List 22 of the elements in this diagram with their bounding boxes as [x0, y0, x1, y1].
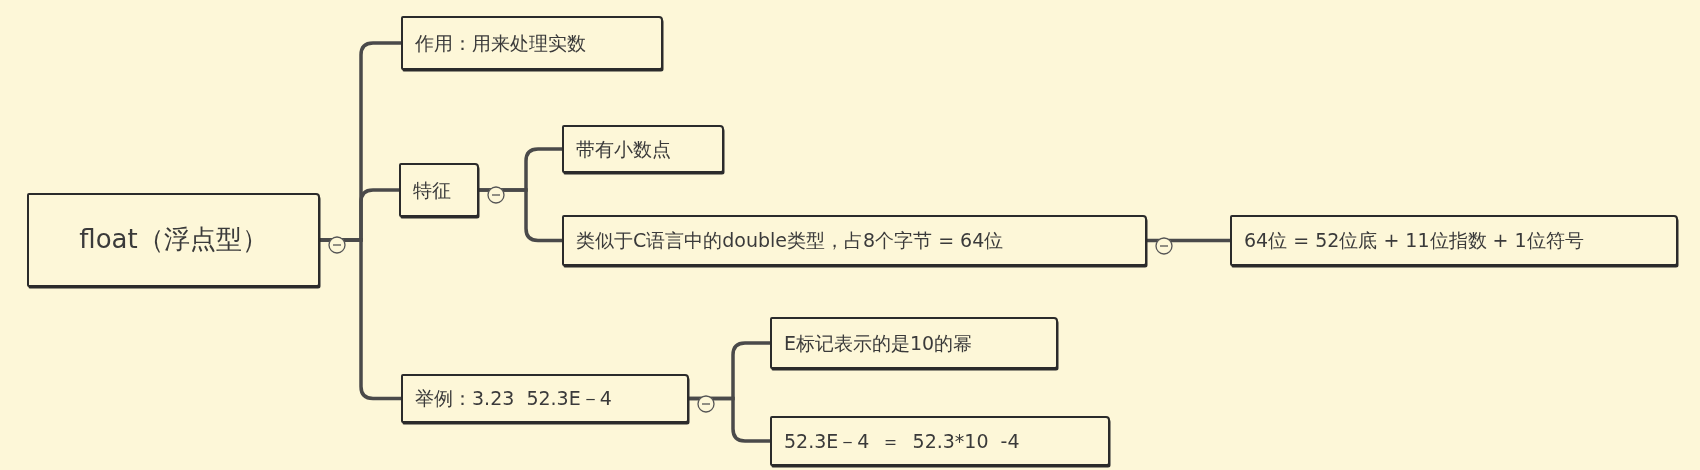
subtopic-box — [562, 215, 1147, 266]
subtopic-box — [401, 16, 663, 70]
branch-connector — [687, 396, 772, 443]
topic-label: 举例：3.23 52.3E－4 — [415, 387, 612, 410]
branch-connector — [477, 188, 564, 243]
subtopic-box — [1230, 215, 1678, 266]
branch-connector — [318, 238, 403, 401]
topic-label: 类似于C语言中的double类型，占8个字节 = 64位 — [576, 229, 1004, 252]
topic-label: 52.3E－4 ＝ 52.3*10 -4 — [784, 429, 1020, 453]
topic-label: float（浮点型） — [79, 224, 268, 256]
subtopic-box — [562, 125, 724, 173]
topic-label: E标记表示的是10的幂 — [784, 331, 973, 355]
subtopic-box — [770, 416, 1110, 466]
subtopic-box — [401, 374, 689, 423]
branch-connector — [1145, 238, 1232, 243]
topic-label: 64位 = 52位底 + 11位指数 + 1位符号 — [1244, 229, 1584, 252]
topic-label: 带有小数点 — [576, 137, 671, 161]
subtopic-box — [770, 317, 1058, 369]
central-topic-box — [27, 193, 320, 287]
topic-label: 作用：用来处理实数 — [415, 31, 586, 55]
subtopic-box — [399, 163, 479, 217]
topic-label: 特征 — [413, 178, 451, 202]
